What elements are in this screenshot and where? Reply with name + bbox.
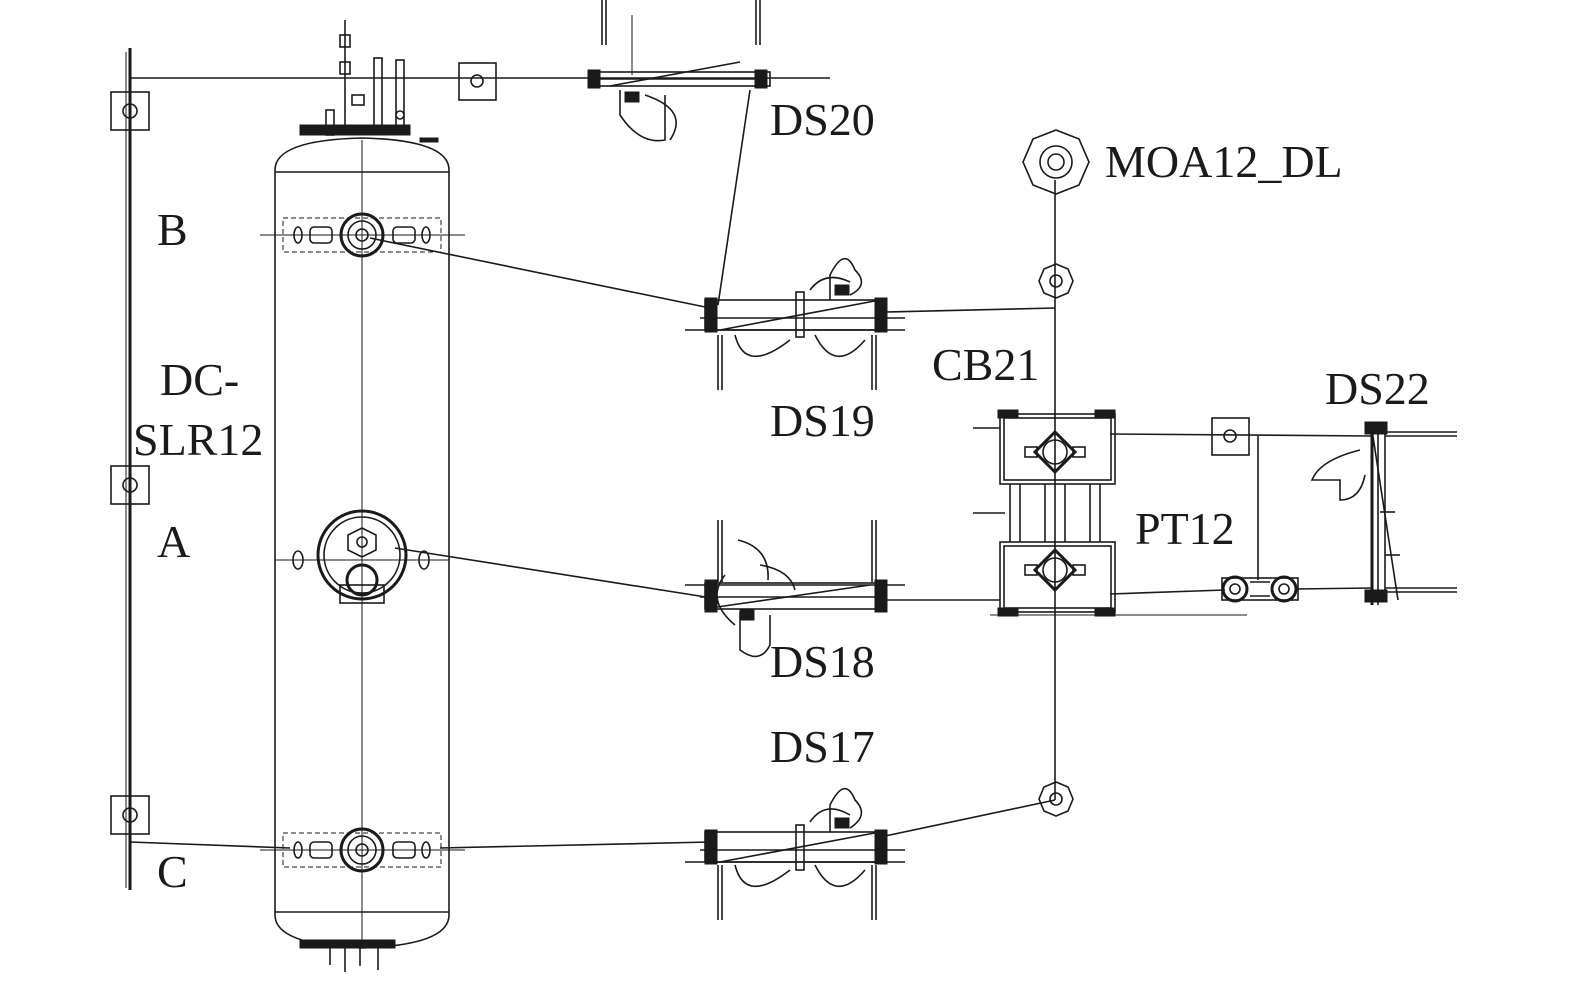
connection-lines (129, 89, 1373, 849)
label-dc-slr12-line1: DC- (160, 354, 239, 405)
labels: DS20 MOA12_DL B DC- SLR12 DS19 CB21 DS22… (133, 94, 1430, 897)
dc-slr12-vessel (260, 20, 465, 972)
label-ds18: DS18 (770, 636, 875, 687)
busbar-support-a (110, 465, 150, 505)
label-phase-b: B (157, 204, 188, 255)
label-dc-slr12-line2: SLR12 (133, 414, 263, 465)
top-conductor (130, 62, 830, 101)
label-ds19: DS19 (770, 395, 875, 446)
busbar-support-c (110, 795, 150, 835)
ds19-switch (685, 257, 905, 390)
label-cb21: CB21 (932, 339, 1039, 390)
vessel-terminal-c (260, 827, 465, 873)
vessel-terminal-a (275, 509, 449, 604)
post-insulator-top (458, 62, 497, 101)
label-phase-a: A (157, 516, 190, 567)
post-insulator-upper (1038, 263, 1074, 299)
label-moa12-dl: MOA12_DL (1105, 136, 1343, 187)
cb21-breaker (973, 409, 1116, 617)
label-phase-c: C (157, 846, 188, 897)
label-ds20: DS20 (770, 94, 875, 145)
vessel-top-fittings (299, 20, 439, 143)
ds17-switch (685, 787, 905, 920)
busbar-support-b (110, 91, 150, 131)
pt12-post-insulator (1211, 417, 1250, 456)
label-ds22: DS22 (1325, 363, 1430, 414)
ds18-switch (685, 520, 905, 658)
moa12-dl-arrester (1022, 129, 1090, 817)
left-busbar (110, 48, 150, 890)
label-ds17: DS17 (770, 721, 875, 772)
ds22-switch (1310, 421, 1457, 605)
label-pt12: PT12 (1135, 503, 1235, 554)
vessel-bottom-fittings (299, 939, 396, 972)
post-insulator-lower (1038, 781, 1074, 817)
vessel-terminal-b (260, 212, 465, 258)
ds20-switch (587, 0, 771, 142)
pt12-transformer (1211, 417, 1299, 603)
